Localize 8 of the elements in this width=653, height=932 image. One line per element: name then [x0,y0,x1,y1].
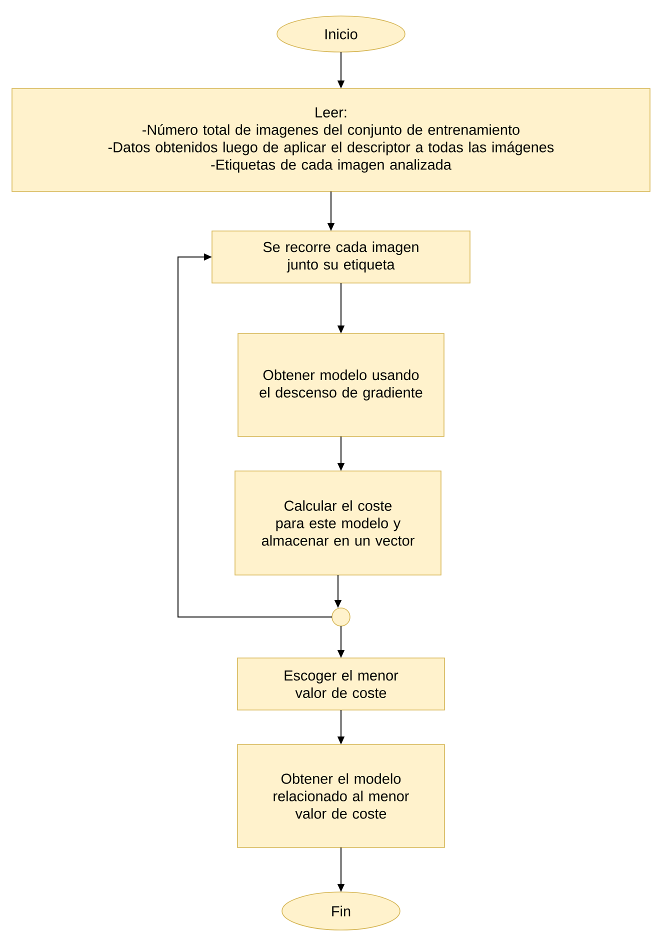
process-box: Se recorre cada imagen junto su etiqueta [212,230,470,284]
process-box: Leer: -Número total de imagenes del conjunto de entrenamiento -Datos obtenidos luego de aplicar el descriptor a todas las imágenes -Etiquetas de cada imagen analizada [12,88,650,192]
process-box: Obtener el modelo relacionado al menor valor de coste [237,744,445,848]
arrow [178,253,332,618]
process-box: Calcular el coste para este modelo y almacenar en un vector [234,470,442,576]
process-box: Escoger el menor valor de coste [237,658,445,710]
process-box: Obtener modelo usando el descenso de gradiente [238,333,444,437]
connector-circle [332,608,350,626]
